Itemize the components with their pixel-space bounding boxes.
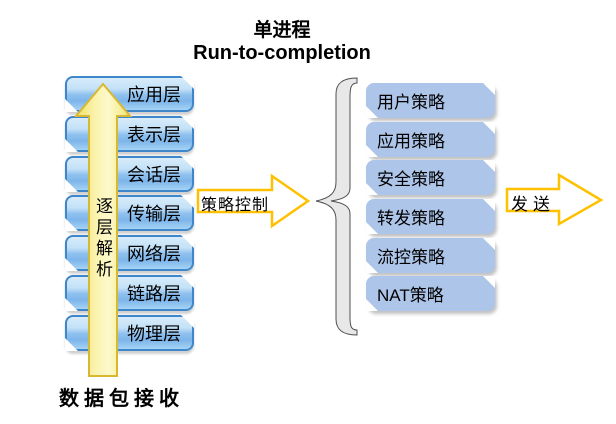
corner-cut [65, 337, 78, 351]
title-line-chinese: 单进程 [253, 20, 311, 41]
corner-cut [181, 235, 194, 249]
corner-cut [65, 178, 78, 192]
policy-label: NAT策略 [377, 286, 444, 306]
corner-cut [181, 195, 194, 209]
osi-layer-label: 物理层 [127, 323, 181, 344]
osi-layer-box-link: 链路层 [65, 274, 194, 311]
corner-cut [483, 237, 495, 250]
policy-box-security: 安全策略 [366, 160, 495, 196]
policy-label: 用户策略 [377, 93, 445, 112]
policy-label: 转发策略 [377, 209, 445, 229]
corner-cut [181, 314, 194, 328]
diagram-title: 单进程 Run-to-completion [168, 19, 396, 65]
corner-cut [366, 260, 378, 273]
policy-label: 流控策略 [377, 247, 445, 267]
corner-cut [366, 222, 378, 235]
osi-layer-box-network: 网络层 [65, 235, 194, 272]
packet-receive-label: 数据包接收 [59, 388, 184, 410]
corner-cut [65, 218, 78, 232]
osi-layer-stack: 应用层 表示层 会话层 传输层 网络层 链路层 物理层 [65, 76, 194, 351]
policy-stack: 用户策略 应用策略 安全策略 转发策略 流控策略 NAT策略 [366, 83, 495, 312]
policy-control-label: 策略控制 [200, 197, 269, 214]
policy-box-forwarding: 转发策略 [366, 199, 495, 235]
osi-layer-box-application: 应用层 [65, 76, 194, 112]
vertical-label-char: 解 [96, 239, 113, 258]
policy-label: 安全策略 [377, 170, 445, 190]
corner-cut [483, 83, 495, 95]
policy-box-flow-control: 流控策略 [366, 237, 495, 273]
policy-box-user: 用户策略 [366, 83, 495, 118]
corner-cut [483, 160, 495, 173]
policy-box-nat: NAT策略 [366, 276, 495, 312]
corner-cut [366, 106, 378, 118]
corner-cut [366, 299, 378, 312]
osi-layer-label: 表示层 [127, 124, 181, 145]
osi-layer-label: 链路层 [127, 283, 181, 304]
osi-layer-label: 传输层 [127, 204, 181, 225]
corner-cut [483, 121, 495, 134]
corner-cut [366, 183, 378, 196]
corner-cut [181, 274, 194, 288]
osi-layer-box-session: 会话层 [65, 155, 194, 192]
corner-cut [483, 199, 495, 212]
osi-layer-label: 网络层 [127, 244, 181, 265]
policy-box-application: 应用策略 [366, 121, 495, 157]
vertical-label-char: 逐 [96, 197, 113, 216]
corner-cut [483, 276, 495, 289]
policy-label: 应用策略 [377, 131, 445, 151]
title-line-english: Run-to-completion [193, 42, 371, 64]
corner-cut [65, 297, 78, 311]
corner-cut [65, 258, 78, 272]
osi-layer-box-physical: 物理层 [65, 314, 194, 351]
osi-layer-box-transport: 传输层 [65, 195, 194, 232]
corner-cut [181, 76, 194, 89]
vertical-label-char: 析 [96, 260, 113, 279]
up-arrow-vertical-label: 逐 层 解 析 [96, 196, 113, 280]
corner-cut [366, 144, 378, 157]
vertical-label-char: 层 [96, 218, 113, 237]
corner-cut [181, 155, 194, 169]
left-curly-brace-icon [315, 77, 358, 336]
osi-layer-box-presentation: 表示层 [65, 115, 194, 152]
corner-cut [65, 138, 78, 152]
send-label: 发送 [511, 195, 555, 214]
osi-layer-label: 应用层 [127, 85, 181, 105]
corner-cut [65, 99, 78, 112]
corner-cut [181, 115, 194, 129]
osi-layer-label: 会话层 [127, 164, 181, 185]
